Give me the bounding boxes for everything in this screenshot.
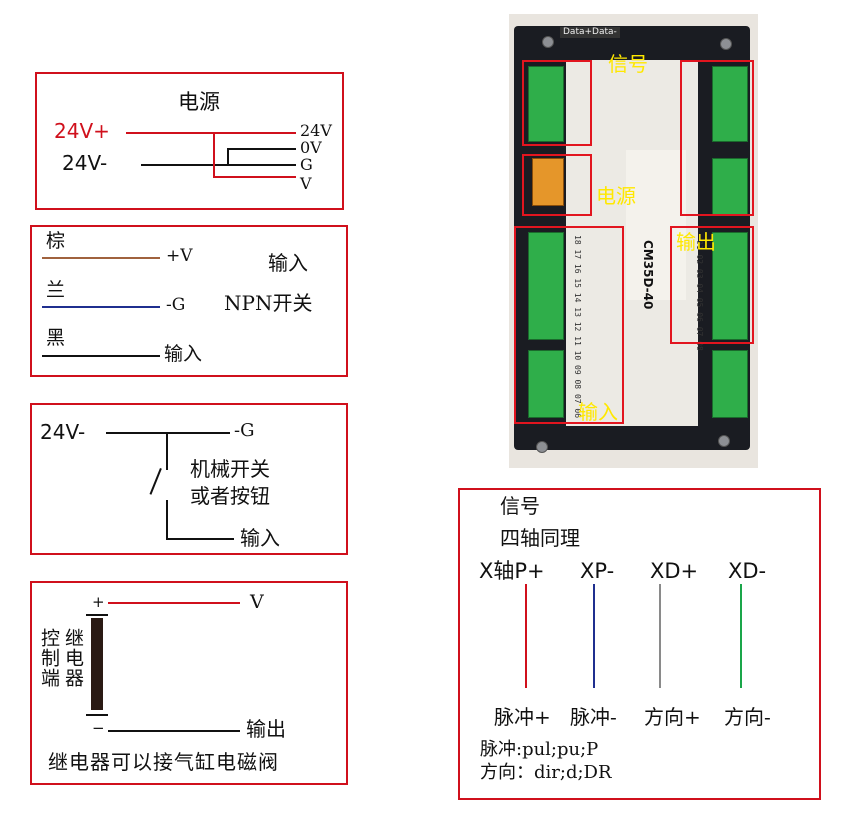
- terminal-0v: 0V: [300, 138, 322, 157]
- power-24v-minus-label: 24V-: [62, 151, 108, 175]
- screw-icon: [536, 441, 548, 453]
- terminal-v: V: [300, 174, 312, 193]
- relay-terminal-v: V: [250, 591, 264, 613]
- npn-desc-input: 输入: [268, 251, 308, 275]
- signal-bottom-pulse-minus: 脉冲-: [570, 705, 617, 729]
- power-wire-segment: [213, 176, 296, 178]
- signal-note-direction: 方向：dir;d;DR: [480, 762, 612, 783]
- blue-wire: [42, 306, 160, 308]
- switch-wiring-box: [30, 403, 348, 555]
- relay-plus: +: [92, 593, 105, 611]
- connector-input-lower: [528, 350, 564, 418]
- signal-bottom-pulse-plus: 脉冲+: [494, 705, 551, 729]
- power-wire-segment: [227, 148, 296, 150]
- connector-power: [532, 158, 564, 206]
- switch-input-label: 输入: [240, 526, 280, 550]
- power-wiring-box: [35, 72, 344, 210]
- connector-input-upper: [528, 232, 564, 340]
- connector-signal-left: [528, 66, 564, 142]
- wire-brown-label: 棕: [46, 230, 66, 252]
- signal-header-xp-plus: X轴P+: [479, 559, 545, 583]
- connector-signal-right-upper: [712, 66, 748, 142]
- signal-header-xp-minus: XP-: [580, 559, 615, 583]
- relay-black-wire: [108, 730, 240, 732]
- photo-label-input: 输入: [578, 400, 618, 424]
- highlight-signal-left: [522, 60, 592, 146]
- connector-signal-right-lower: [712, 158, 748, 216]
- signal-wire-pulse-minus: [593, 584, 595, 688]
- terminal-input: 输入: [164, 343, 203, 365]
- screw-icon: [720, 38, 732, 50]
- relay-minus: −: [92, 719, 105, 737]
- controller-brand: Data+Data-: [560, 27, 620, 38]
- switch-wire-lower: [166, 500, 168, 540]
- npn-wiring-box: [30, 225, 348, 377]
- connector-extra: [712, 350, 748, 418]
- signal-bottom-dir-minus: 方向-: [724, 705, 771, 729]
- signal-wire-dir-minus: [740, 584, 742, 688]
- brown-wire: [42, 257, 160, 259]
- switch-terminal-g: -G: [234, 420, 255, 441]
- photo-label-output: 输出: [676, 230, 716, 254]
- signal-note-pulse: 脉冲:pul;pu;P: [480, 739, 599, 760]
- power-title: 电源: [178, 90, 220, 114]
- highlight-output: [670, 226, 754, 344]
- signal-wiring-box: [458, 488, 821, 800]
- controller-model: CM35D-40: [641, 240, 655, 310]
- power-24v-plus-label: 24V+: [54, 119, 110, 143]
- signal-wire-dir-plus: [659, 584, 661, 688]
- terminal-minus-g: -G: [166, 295, 186, 315]
- power-wire-segment: [227, 148, 229, 166]
- connector-output: [712, 232, 748, 340]
- relay-side-label-2: 控制端: [37, 628, 60, 688]
- switch-desc-button: 或者按钮: [190, 484, 270, 508]
- switch-wire-top: [106, 432, 230, 434]
- power-wire-segment: [213, 132, 215, 178]
- signal-header-xd-plus: XD+: [650, 559, 699, 583]
- highlight-power: [522, 154, 592, 216]
- switch-wire-drop: [166, 432, 168, 470]
- power-black-wire: [141, 164, 229, 166]
- wire-black-label: 黑: [46, 327, 66, 349]
- photo-label-signal: 信号: [608, 52, 648, 76]
- relay-coil: [91, 618, 103, 710]
- switch-wire-bottom: [166, 538, 234, 540]
- screw-icon: [718, 435, 730, 447]
- wire-blue-label: 兰: [46, 279, 66, 301]
- relay-output-label: 输出: [246, 717, 286, 741]
- switch-desc-mechanical: 机械开关: [190, 457, 270, 481]
- highlight-signal-right: [680, 60, 754, 216]
- signal-subtitle: 四轴同理: [500, 526, 580, 550]
- relay-cap-bottom: [86, 714, 108, 716]
- switch-24v-minus-label: 24V-: [40, 420, 86, 444]
- signal-title: 信号: [500, 494, 540, 518]
- photo-label-power: 电源: [596, 184, 636, 208]
- relay-side-label-1: 继电器: [61, 628, 84, 688]
- signal-bottom-dir-plus: 方向+: [644, 705, 701, 729]
- relay-note: 继电器可以接气缸电磁阀: [48, 750, 279, 774]
- terminal-g: G: [300, 155, 313, 174]
- relay-cap-top: [86, 614, 108, 616]
- terminal-plus-v: +V: [166, 246, 193, 266]
- highlight-input: [514, 226, 624, 424]
- npn-desc-switch: NPN开关: [224, 291, 313, 315]
- terminal-24v: 24V: [300, 121, 332, 140]
- controller-spec-plate: [626, 150, 686, 300]
- black-wire: [42, 355, 160, 357]
- power-red-wire: [126, 132, 296, 134]
- relay-wiring-box: [30, 581, 348, 785]
- relay-red-wire: [108, 602, 240, 604]
- power-wire-segment: [229, 164, 296, 166]
- screw-icon: [542, 36, 554, 48]
- signal-wire-pulse-plus: [525, 584, 527, 688]
- signal-header-xd-minus: XD-: [728, 559, 767, 583]
